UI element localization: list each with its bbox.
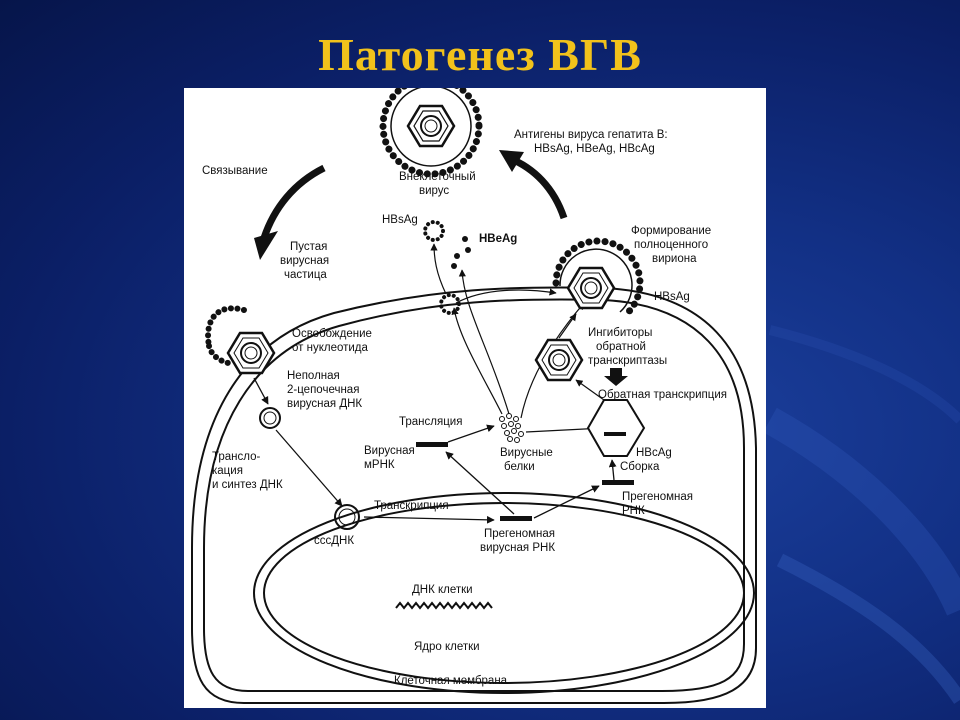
label-viral-mrna-2: мРНК xyxy=(364,459,395,471)
label-antigens-2: HBsAg, HBeAg, HBcAg xyxy=(534,143,655,155)
label-inhib-1: Ингибиторы xyxy=(588,327,652,339)
label-binding: Связывание xyxy=(202,165,268,177)
label-release-2: от нуклеотида xyxy=(292,342,369,354)
arrow-capsid-to-virion xyxy=(558,313,577,339)
cell-dna-wave xyxy=(395,601,493,610)
viral-proteins-cluster xyxy=(499,413,524,443)
label-hbsag-top: HBsAg xyxy=(382,214,418,226)
label-release-1: Освобождение xyxy=(292,328,372,340)
incomplete-dna-circle xyxy=(259,407,281,429)
label-cccdna: cccДНК xyxy=(314,535,354,547)
label-hbeag-top: HBeAg xyxy=(479,233,517,245)
arrow-hbsag-to-virion xyxy=(455,288,557,304)
viral-mrna-bar xyxy=(416,442,448,447)
arrow-to-hbsag-top xyxy=(430,243,447,295)
label-inhib-2: обратной xyxy=(596,341,646,353)
capsid-reverse-transcription xyxy=(534,338,584,382)
label-pregenomic-viral-2: вирусная РНК xyxy=(480,542,555,554)
arrow-translation xyxy=(447,424,495,443)
arrow-assembly-to-capsid xyxy=(575,379,605,401)
hbv-lifecycle-diagram: Связывание Внеклеточный вирус Антигены в… xyxy=(184,88,766,708)
arrow-transcription xyxy=(363,515,495,524)
forming-virion xyxy=(552,237,644,320)
label-pregenomic-viral-1: Прегеномная xyxy=(484,528,555,540)
label-forming-3: вириона xyxy=(652,253,697,265)
label-membrane: Клеточная мембрана xyxy=(394,675,508,687)
pregenomic-rna-bar xyxy=(602,480,634,485)
empty-viral-particle xyxy=(205,305,247,367)
label-incomplete-2: 2-цепочечная xyxy=(287,384,359,396)
release-arrow-head xyxy=(499,150,524,172)
hbeag-dots xyxy=(451,236,471,269)
label-forming-2: полноценного xyxy=(634,239,708,251)
label-incomplete-1: Неполная xyxy=(287,370,340,382)
label-assembly: Сборка xyxy=(620,461,660,473)
binding-arrow-head xyxy=(254,231,278,260)
label-viral-prot-1: Вирусные xyxy=(500,447,553,459)
label-extracellular-1: Внеклеточный xyxy=(399,171,476,183)
label-extracellular-2: вирус xyxy=(419,185,449,197)
arrow-proteins-to-hbeag xyxy=(458,269,510,415)
label-transloc-2: кация xyxy=(212,465,243,477)
cell-nucleus xyxy=(253,492,755,694)
label-empty-3: частица xyxy=(284,269,327,281)
label-reverse-tr: Обратная транскрипция xyxy=(598,389,727,401)
inhibitor-block-arrow xyxy=(604,368,628,386)
label-nucleus: Ядро клетки xyxy=(414,641,480,653)
cell-membrane xyxy=(191,286,757,704)
cccdna-circle xyxy=(334,504,360,530)
label-translation: Трансляция xyxy=(399,416,462,428)
label-cell-dna: ДНК клетки xyxy=(412,584,473,596)
label-viral-prot-2: белки xyxy=(504,461,535,473)
label-antigens-1: Антигены вируса гепатита В: xyxy=(514,129,668,141)
binding-arrow xyxy=(260,164,326,240)
label-empty-2: вирусная xyxy=(280,255,329,267)
label-inhib-3: транскриптазы xyxy=(588,355,667,367)
arrow-proteins-to-hbsag xyxy=(451,307,503,415)
label-hbsag-right: HBsAg xyxy=(654,291,690,303)
arrow-pgrna-to-export xyxy=(533,485,600,519)
label-transloc-3: и синтез ДНК xyxy=(212,479,283,491)
extracellular-virus xyxy=(379,88,483,178)
hbsag-particle-top xyxy=(423,220,445,242)
label-transloc-1: Трансло- xyxy=(212,451,261,463)
assembly-capsid xyxy=(586,399,646,457)
label-transcription: Транскрипция xyxy=(374,500,449,512)
slide-title: Патогенез ВГВ xyxy=(318,29,642,80)
release-arrow xyxy=(507,154,568,220)
pregenomic-viral-rna-bar xyxy=(500,516,532,521)
arrow-pgrna-to-assembly xyxy=(608,459,617,481)
label-incomplete-3: вирусная ДНК xyxy=(287,398,362,410)
arrow-release-to-dna xyxy=(253,377,269,405)
label-hbcag: HBcAg xyxy=(636,447,672,459)
hbsag-particle-mid xyxy=(439,293,461,315)
nucleocapsid-left xyxy=(226,331,276,375)
label-forming-1: Формирование xyxy=(631,225,711,237)
label-pregenomic-rna-1: Прегеномная xyxy=(622,491,693,503)
label-pregenomic-rna-2: РНК xyxy=(622,505,645,517)
label-empty-1: Пустая xyxy=(290,241,327,253)
arrow-pgrna-to-mrna xyxy=(445,451,515,515)
label-viral-mrna-1: Вирусная xyxy=(364,445,415,457)
arrow-dna-to-cccdna xyxy=(275,429,343,507)
